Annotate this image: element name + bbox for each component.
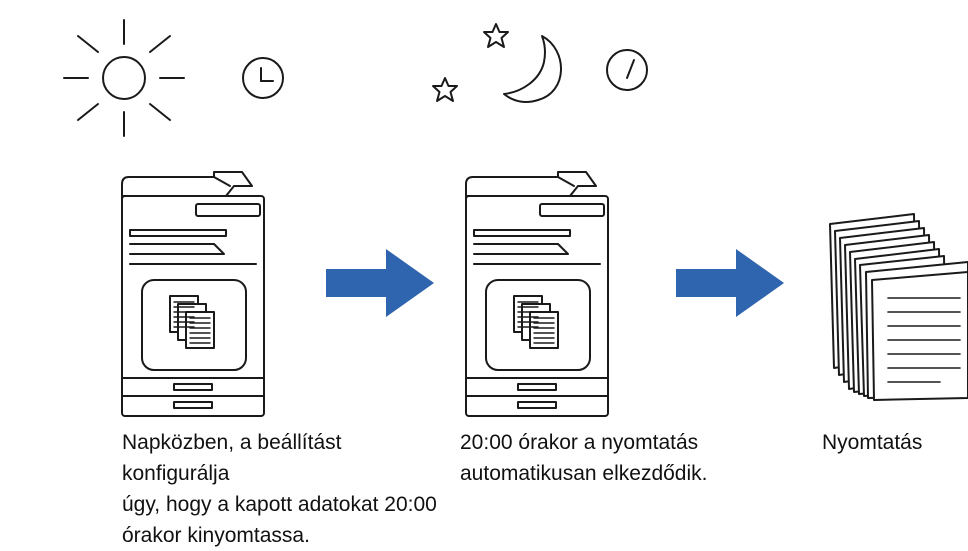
star-icon	[432, 77, 458, 102]
moon-icon	[503, 35, 562, 103]
step-1-caption: Napközben, a beállítást konfigurálja úgy…	[122, 431, 437, 547]
scheduled-print-diagram	[63, 19, 968, 417]
printer-icon	[465, 171, 609, 417]
star-icon	[483, 23, 509, 48]
arrow-right-icon	[325, 248, 435, 318]
step-2-caption: 20:00 órakor a nyomtatás automatikusan e…	[460, 431, 708, 485]
printer-icon	[121, 171, 265, 417]
clock-icon	[242, 57, 284, 99]
step-3-caption: Nyomtatás	[822, 431, 923, 454]
sun-icon	[63, 19, 185, 137]
paper-stack-icon	[829, 213, 968, 401]
arrow-right-icon	[675, 248, 785, 318]
clock-icon	[606, 49, 648, 91]
